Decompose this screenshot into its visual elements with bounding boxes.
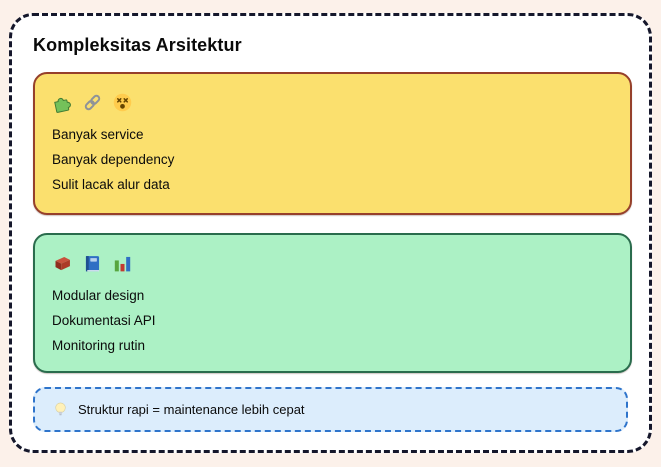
note-text: Struktur rapi = maintenance lebih cepat: [78, 402, 305, 417]
solution-icon-row: [52, 252, 612, 274]
blue-book-icon: [82, 253, 103, 274]
list-item: Banyak service: [52, 127, 144, 142]
problem-icon-row: [52, 91, 612, 113]
list-item: Dokumentasi API: [52, 313, 156, 328]
solution-list: Modular design Dokumentasi API Monitorin…: [52, 283, 612, 358]
list-item: Sulit lacak alur data: [52, 177, 170, 192]
bar-chart-icon: [112, 253, 133, 274]
solutions-box: Modular design Dokumentasi API Monitorin…: [33, 233, 632, 373]
dizzy-face-icon: [112, 92, 133, 113]
architecture-card: Kompleksitas Arsitektur Banyak service B…: [9, 13, 652, 453]
insight-note: Struktur rapi = maintenance lebih cepat: [33, 387, 628, 432]
link-icon: [82, 92, 103, 113]
list-item: Banyak dependency: [52, 152, 175, 167]
puzzle-icon: [52, 92, 73, 113]
list-item: Modular design: [52, 288, 145, 303]
list-item: Monitoring rutin: [52, 338, 146, 353]
card-title: Kompleksitas Arsitektur: [33, 35, 242, 55]
lightbulb-icon: [52, 401, 69, 418]
problem-list: Banyak service Banyak dependency Sulit l…: [52, 122, 612, 197]
brick-icon: [52, 253, 73, 274]
complexity-problems-box: Banyak service Banyak dependency Sulit l…: [33, 72, 632, 215]
